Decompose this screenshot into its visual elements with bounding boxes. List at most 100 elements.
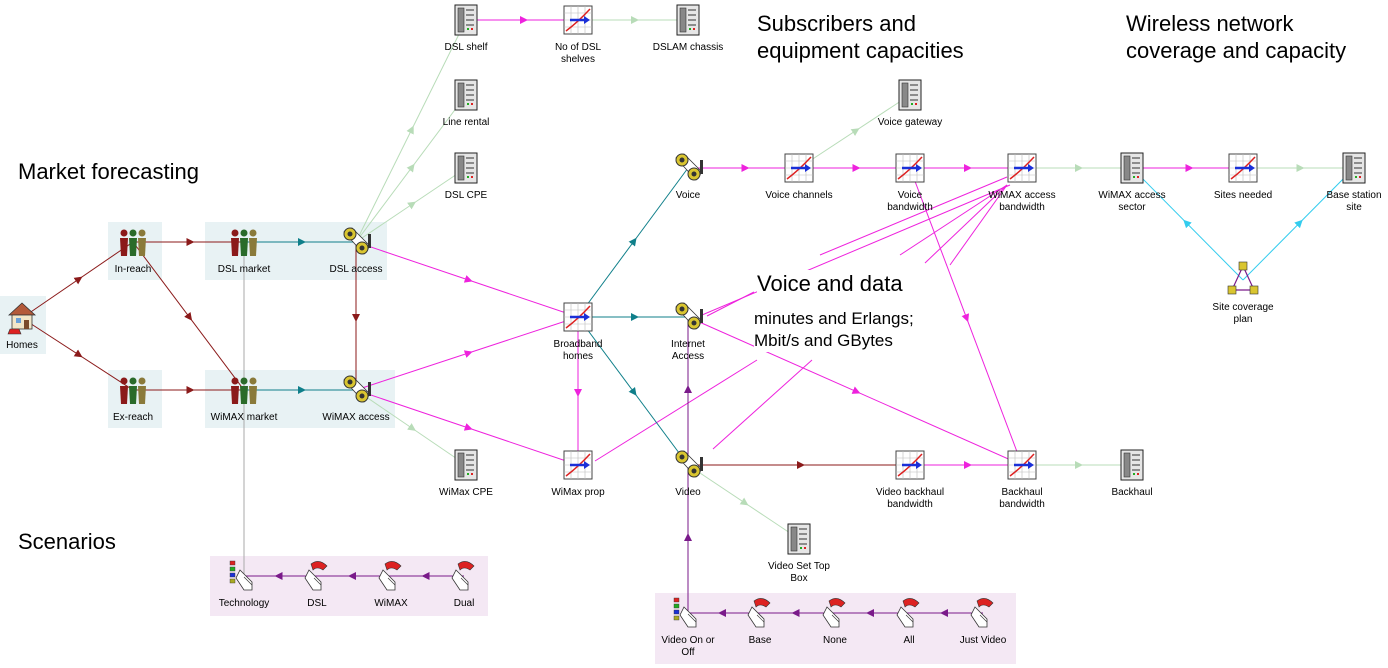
node-label: Access [672, 351, 704, 362]
node-voice[interactable]: Voice [675, 153, 703, 201]
node-label: WiMAX access [988, 190, 1055, 201]
node-all[interactable]: All [896, 598, 920, 646]
node-label: Site coverage [1212, 302, 1274, 313]
node-label: Internet [671, 339, 705, 350]
link-layer [21, 16, 1355, 617]
node-dsl-cpe[interactable]: DSL CPE [445, 152, 488, 201]
node-wimax-cpe[interactable]: WiMax CPE [439, 449, 493, 498]
link-wimax_access-to-wimax_prop [355, 389, 579, 466]
node-in-reach[interactable]: In-reach [115, 229, 152, 276]
node-voice-gateway[interactable]: Voice gateway [878, 79, 943, 128]
node-label: Backhaul [1111, 487, 1152, 498]
calc-icon [784, 153, 814, 183]
node-line-rental[interactable]: Line rental [443, 79, 490, 128]
node-dsl-shelf[interactable]: DSL shelf [445, 4, 488, 53]
node-wimax-market[interactable]: WiMAX market [211, 377, 278, 424]
node-label: DSL access [330, 264, 383, 275]
node-label: Broadband [554, 339, 603, 350]
house-icon [7, 302, 37, 335]
node-base[interactable]: Base [747, 598, 772, 646]
link-dsl_access-to-line_rental [355, 94, 467, 243]
connector-icon [343, 375, 371, 403]
node-dsl-market[interactable]: DSL market [218, 229, 271, 276]
connector-icon [675, 450, 703, 478]
node-dslam-chassis[interactable]: DSLAM chassis [653, 4, 724, 53]
node-label: Video backhaul [876, 487, 944, 498]
node-label: Line rental [443, 117, 490, 128]
link-broadband_homes-to-video [577, 316, 689, 466]
node-wimax-prop[interactable]: WiMax prop [551, 450, 605, 498]
node-label: No of DSL [555, 42, 602, 53]
link-dsl_access-to-broadband_homes [355, 241, 579, 318]
heading-subscribers: Subscribers and equipment capacities [757, 11, 964, 63]
node-dsl-access[interactable]: DSL access [330, 227, 383, 275]
node-label: Base station [1326, 190, 1381, 201]
node-label: None [823, 635, 847, 646]
selector-icon [229, 560, 253, 591]
node-label: Box [790, 573, 807, 584]
calc-icon [563, 5, 593, 35]
people-icon [120, 377, 146, 404]
people-icon [231, 229, 257, 256]
node-label: shelves [561, 54, 595, 65]
node-label: WiMAX access [1098, 190, 1165, 201]
node-backhaul[interactable]: Backhaul [1111, 449, 1153, 498]
cabinet-icon [1342, 152, 1366, 184]
link-wimax_access-to-wimax_cpe [355, 389, 467, 466]
calc-icon [563, 450, 593, 480]
node-label: Video On or [661, 635, 715, 646]
node-homes[interactable]: Homes [6, 302, 38, 351]
plan-icon [1227, 261, 1259, 295]
node-label: Sites needed [1214, 190, 1272, 201]
node-sites-needed[interactable]: Sites needed [1214, 153, 1272, 201]
node-dual[interactable]: Dual [451, 561, 475, 609]
node-label: DSL [307, 598, 327, 609]
node-label: Base [749, 635, 772, 646]
link-homes-to-in_reach [21, 241, 134, 319]
calc-icon [1228, 153, 1258, 183]
node-ex-reach[interactable]: Ex-reach [113, 377, 153, 424]
node-label: Dual [454, 598, 475, 609]
node-dsl[interactable]: DSL [304, 561, 328, 609]
link-dsl_access-to-dsl_shelf [355, 19, 467, 243]
cabinet-icon [454, 4, 478, 36]
button-icon [747, 598, 771, 628]
calc-icon [563, 302, 593, 332]
cabinet-icon [454, 152, 478, 184]
node-label: Off [681, 647, 694, 658]
node-label: Homes [6, 340, 38, 351]
heading-market-forecasting: Market forecasting [18, 159, 199, 184]
node-none[interactable]: None [822, 598, 847, 646]
cabinet-icon [787, 523, 811, 555]
node-just-video[interactable]: Just Video [960, 598, 1007, 646]
cabinet-icon [676, 4, 700, 36]
node-video[interactable]: Video [675, 450, 703, 498]
button-icon [451, 561, 475, 591]
link-video-to-video_set_top_box [687, 464, 800, 540]
link-in_reach-to-wimax_market [132, 241, 245, 391]
link-broadband_homes-to-voice [577, 167, 689, 318]
node-label: In-reach [115, 264, 152, 275]
node-label: bandwidth [999, 202, 1045, 213]
node-wimax-access[interactable]: WiMAX access [322, 375, 390, 423]
node-label: WiMAX access [322, 412, 389, 423]
link-voice_bandwidth-to-backhaul_bandwidth [909, 167, 1023, 466]
calc-icon [1007, 450, 1037, 480]
node-label: Voice channels [765, 190, 832, 201]
node-voice-channels[interactable]: Voice channels [765, 153, 833, 201]
node-technology[interactable]: Technology [219, 560, 270, 609]
node-wimax[interactable]: WiMAX [374, 561, 408, 609]
node-label: Just Video [960, 635, 1007, 646]
